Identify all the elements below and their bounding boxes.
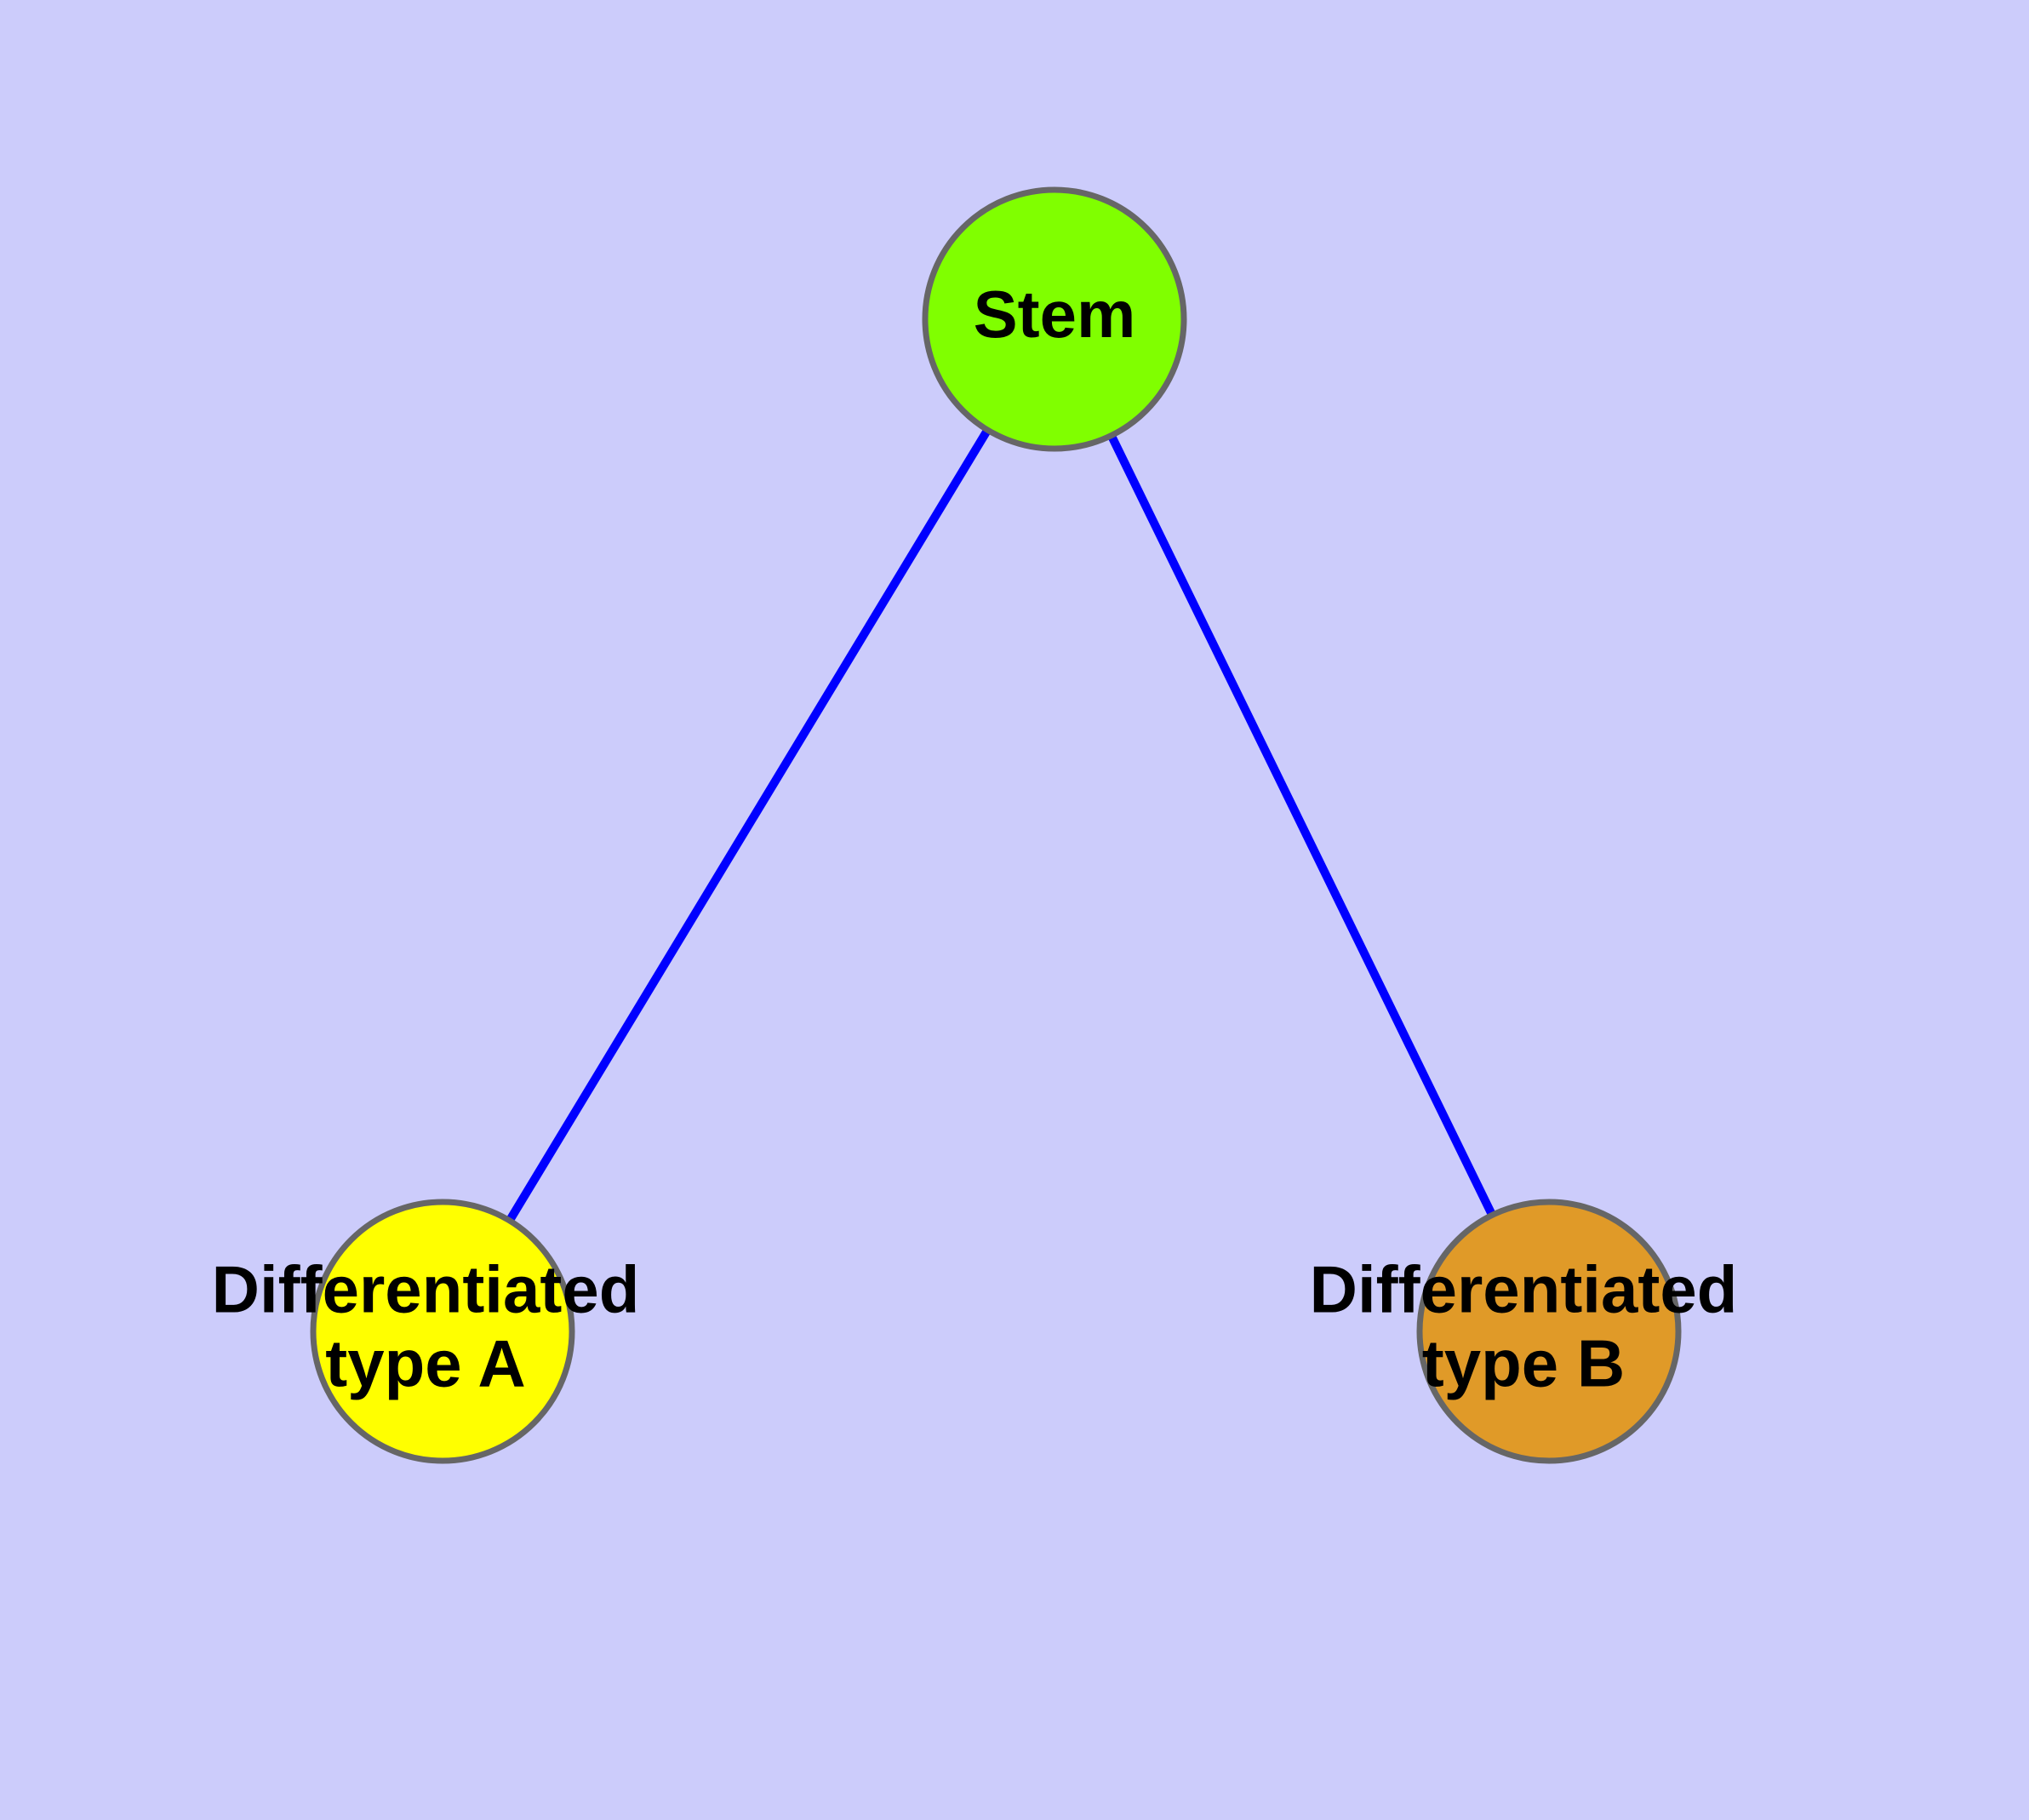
- node-stem[interactable]: [922, 186, 1187, 452]
- node-label-stem: Stem: [974, 277, 1136, 352]
- node-label-line: Differentiated: [1310, 1251, 1738, 1326]
- node-diff_a[interactable]: [310, 1199, 575, 1464]
- node-layer: [310, 186, 1682, 1464]
- edge-stem-to-diff-a[interactable]: [506, 427, 992, 1223]
- edge-stem-to-diff-b[interactable]: [1107, 433, 1496, 1217]
- node-diff_b[interactable]: [1416, 1199, 1682, 1464]
- node-label-line: Stem: [974, 277, 1136, 352]
- edge-layer: [506, 427, 1496, 1223]
- node-label-line: type A: [325, 1325, 526, 1400]
- node-label-line: type B: [1422, 1325, 1625, 1400]
- node-label-line: Differentiated: [212, 1251, 640, 1326]
